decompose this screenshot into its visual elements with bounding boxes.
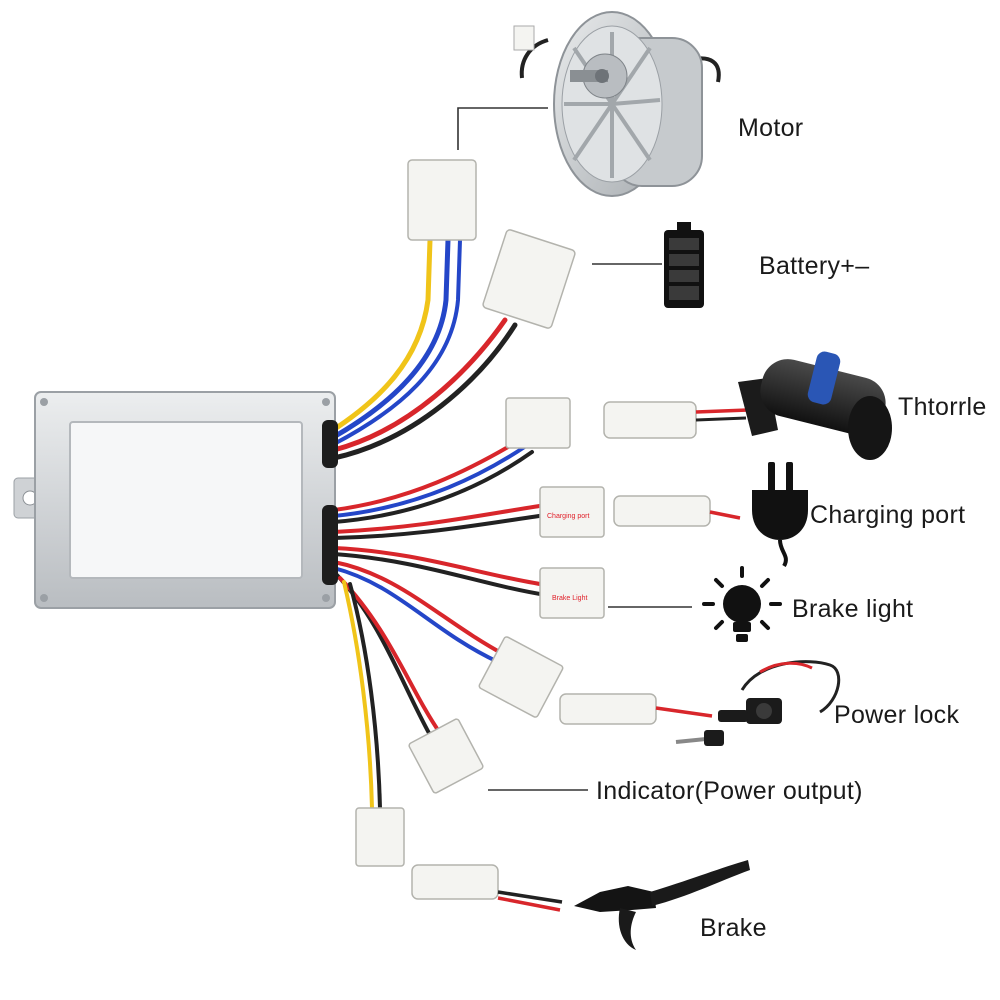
plug-icon: [752, 462, 808, 568]
brake-connector: [355, 807, 405, 867]
charging-port-label: Charging port: [810, 501, 966, 529]
wire-bundles: [327, 237, 548, 810]
throttle-plug: [603, 401, 697, 439]
battery-connector: [482, 229, 576, 329]
battery-icon: [664, 222, 704, 308]
power-lock-connector: [478, 636, 564, 718]
charging-connector: [539, 486, 605, 538]
throttle-icon: [738, 351, 892, 460]
indicator-connector: [408, 718, 484, 794]
motor-connector: [407, 159, 477, 241]
throttle-label: Thtorrle: [898, 393, 987, 421]
bulb-icon: [702, 566, 782, 642]
brake-light-label: Brake light: [792, 595, 914, 623]
brake-plug: [411, 864, 499, 900]
brake-light-tag: Brake Light: [552, 595, 587, 602]
brake-light-connector: [539, 567, 605, 619]
charging-plug: [613, 495, 711, 527]
leader-lines: [457, 107, 692, 791]
battery-label: Battery+–: [759, 252, 870, 280]
motor-leader: [457, 107, 548, 150]
throttle-connector: [505, 397, 571, 449]
power-lock-label: Power lock: [834, 701, 960, 729]
motor-label: Motor: [738, 114, 804, 142]
key-switch-icon: [675, 660, 841, 746]
charging-tag: Charging port: [547, 513, 589, 520]
brake-lever-icon: [574, 860, 750, 950]
brake-label: Brake: [700, 914, 767, 942]
controller-box: [13, 391, 338, 609]
connectors: [355, 159, 711, 900]
power-lock-plug: [559, 693, 657, 725]
motor-icon: [513, 11, 721, 197]
indicator-label: Indicator(Power output): [596, 777, 863, 805]
